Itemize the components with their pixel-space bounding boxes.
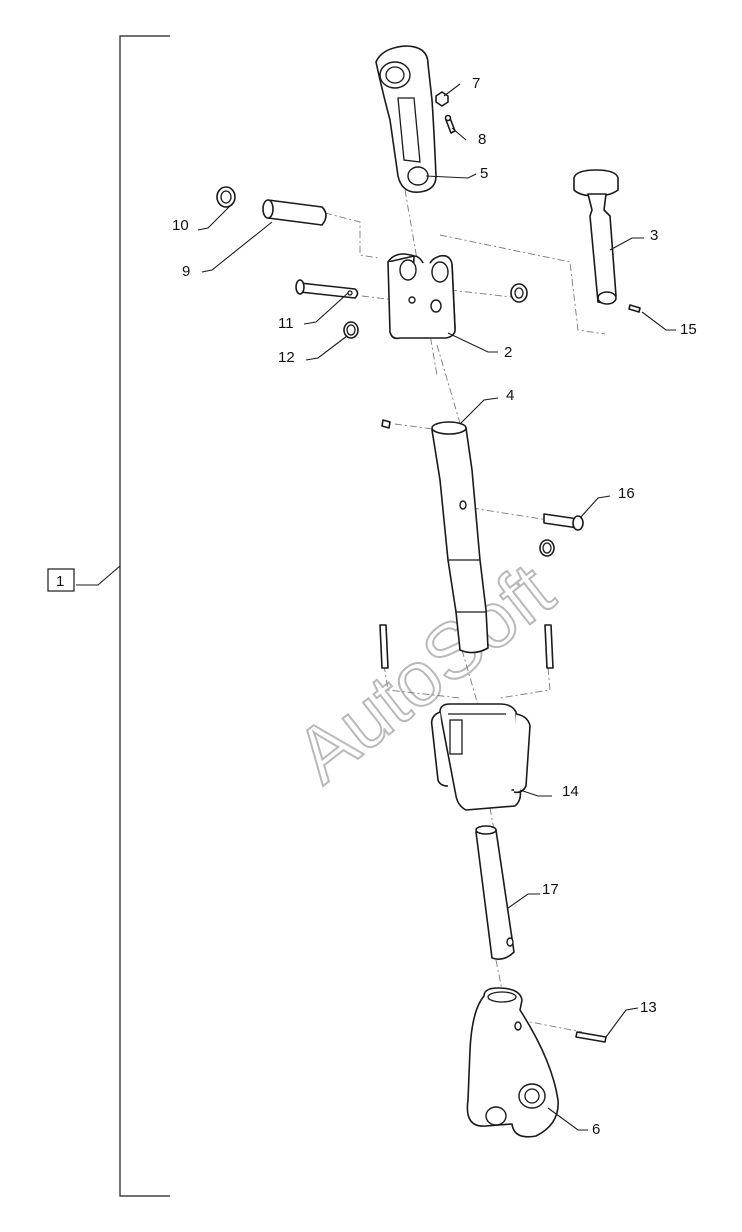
part-16-bolt [543, 513, 584, 531]
callout-11: 11 [278, 315, 294, 332]
callout-3: 3 [650, 227, 658, 244]
part-4-tube [431, 421, 489, 654]
callout-9: 9 [182, 263, 190, 280]
leader-lines [197, 83, 676, 1131]
part-15-cotter-pin [628, 304, 641, 313]
part-2-fork [387, 253, 456, 340]
callout-17: 17 [542, 881, 559, 898]
roll-pins [379, 624, 554, 669]
callout-4: 4 [506, 387, 514, 404]
assembly-bracket: 1 [47, 35, 170, 1197]
callout-8: 8 [478, 131, 486, 148]
part-10-circlip [216, 186, 236, 208]
part-8-grease-nipple [444, 114, 456, 134]
part-5-upper-arm [375, 45, 437, 193]
callout-10: 10 [172, 217, 189, 234]
callout-labels: 7 8 5 10 9 3 11 15 2 12 4 16 14 17 13 6 [172, 75, 697, 1138]
callout-6: 6 [592, 1121, 600, 1138]
part-4-grease-nipple [381, 419, 391, 429]
part-14-handle-block [430, 703, 531, 811]
fork-circlip [510, 283, 528, 303]
callout-5: 5 [480, 165, 488, 182]
part-11-clevis-pin [295, 279, 359, 299]
callout-7: 7 [472, 75, 480, 92]
callout-2: 2 [504, 344, 512, 361]
callout-13: 13 [640, 999, 657, 1016]
part-17-long-pin [475, 825, 515, 960]
callout-12: 12 [278, 349, 295, 366]
callout-15: 15 [680, 321, 697, 338]
callout-16: 16 [618, 485, 635, 502]
part-3-t-handle-pin [573, 169, 619, 305]
part-13-cotter-pin [575, 1031, 607, 1043]
part-16-ring [539, 539, 555, 557]
callout-14: 14 [562, 783, 579, 800]
assembly-label: 1 [56, 573, 64, 590]
part-12-ring [343, 321, 359, 339]
part-6-lower-arm [466, 987, 559, 1138]
part-9-pin [262, 199, 327, 226]
